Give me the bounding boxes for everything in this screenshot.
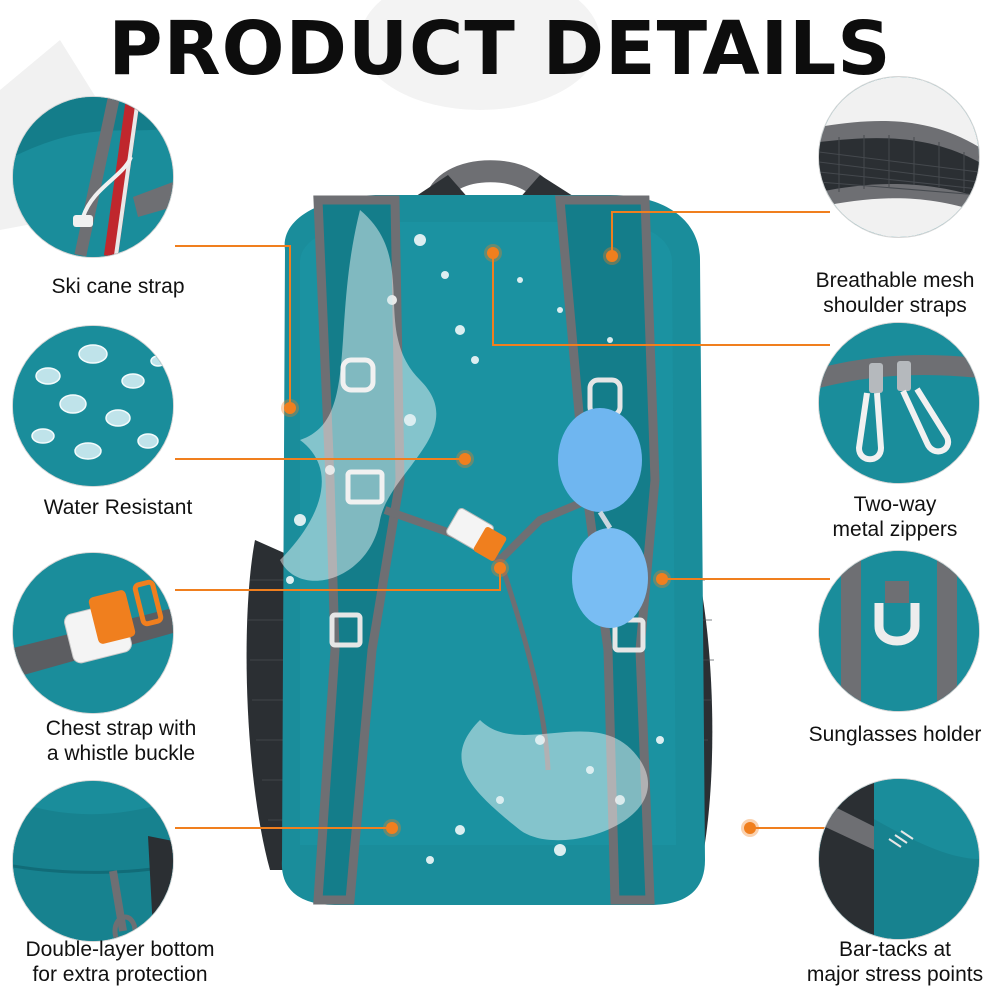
line-metal-zippers xyxy=(492,255,830,346)
dot-mesh-strap xyxy=(606,250,618,262)
line-whistle-buckle xyxy=(175,568,501,591)
bar-tacks-closeup xyxy=(818,778,980,940)
label-mesh-strap: Breathable mesh shoulder straps xyxy=(815,269,975,317)
label-water-resistant: Water Resistant xyxy=(43,496,193,519)
water-droplets-closeup xyxy=(12,325,174,487)
double-layer-bottom-closeup xyxy=(12,780,174,942)
label-bar-tacks: Bar-tacks at major stress points xyxy=(806,938,984,986)
mesh-strap-closeup xyxy=(818,76,980,238)
dot-bar-tacks xyxy=(744,822,756,834)
whistle-buckle-closeup xyxy=(12,552,174,714)
dot-double-layer-bottom xyxy=(386,822,398,834)
dot-metal-zippers xyxy=(487,247,499,259)
page-title: PRODUCT DETAILS xyxy=(108,6,892,92)
sunglasses-holder-closeup xyxy=(818,550,980,712)
label-ski-cane-strap: Ski cane strap xyxy=(51,275,185,298)
label-whistle-buckle: Chest strap with a whistle buckle xyxy=(45,717,197,765)
dot-sunglasses-holder xyxy=(656,573,668,585)
label-metal-zippers: Two-way metal zippers xyxy=(832,493,958,541)
label-sunglasses-holder: Sunglasses holder xyxy=(808,723,982,746)
line-mesh-strap xyxy=(611,211,830,256)
metal-zippers-closeup xyxy=(818,322,980,484)
line-ski-cane-strap xyxy=(175,245,291,408)
dot-water-resistant xyxy=(459,453,471,465)
dot-ski-cane-strap xyxy=(284,402,296,414)
label-double-layer-bottom: Double-layer bottom for extra protection xyxy=(25,938,215,986)
sunglasses-lens-bottom xyxy=(572,528,648,628)
ski-cane-strap-closeup xyxy=(12,96,174,258)
sunglasses-lens-top xyxy=(558,408,642,512)
dot-whistle-buckle xyxy=(494,562,506,574)
